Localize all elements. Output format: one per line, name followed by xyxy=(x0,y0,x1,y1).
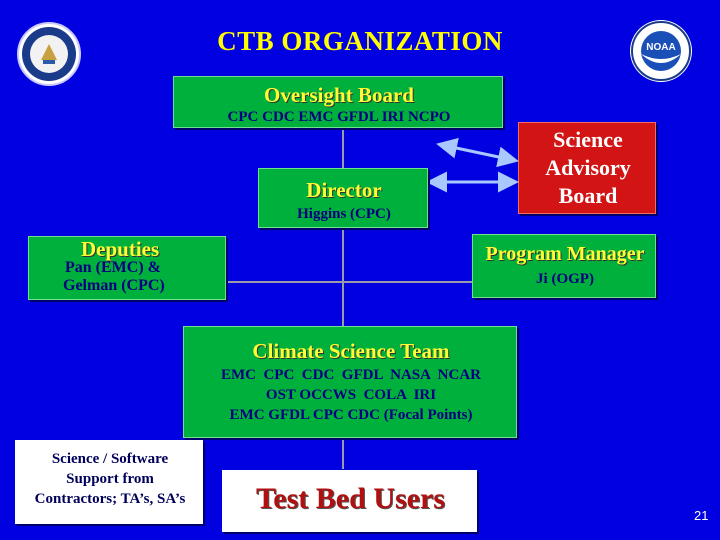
director-name: Higgins (CPC) xyxy=(297,206,391,222)
support-line2: Support from xyxy=(66,471,154,487)
test-bed-users-label: Test Bed Users xyxy=(256,482,445,515)
support-contractors-box: Science / Software Support from Contract… xyxy=(15,440,203,524)
climate-team-line1: EMC CPC CDC GFDL NASA NCAR xyxy=(220,367,481,383)
climate-science-team-box: Climate Science Team EMC CPC CDC GFDL NA… xyxy=(183,326,517,438)
department-of-commerce-seal-icon xyxy=(17,22,81,86)
slide-number: 21 xyxy=(694,508,709,523)
climate-team-line3: EMC GFDL CPC CDC (Focal Points) xyxy=(229,407,473,423)
support-line1: Science / Software xyxy=(51,451,169,467)
deputies-box: Deputies Pan (EMC) & Gelman (CPC) xyxy=(28,236,226,300)
program-manager-name: Ji (OGP) xyxy=(536,271,594,287)
oversight-board-members: CPC CDC EMC GFDL IRI NCPO xyxy=(227,109,451,125)
deputies-header: Deputies xyxy=(81,237,160,261)
noaa-logo-icon: NOAA xyxy=(630,20,692,82)
director-header: Director xyxy=(306,178,382,202)
science-advisory-board-box: Science Advisory Board xyxy=(518,122,656,214)
science-advisory-line2: Advisory xyxy=(545,155,631,180)
climate-team-line2: OST OCCWS COLA IRI xyxy=(265,387,437,403)
program-manager-box: Program Manager Ji (OGP) xyxy=(472,234,656,298)
test-bed-users-box: Test Bed Users xyxy=(222,470,477,532)
connector-deputies-program xyxy=(225,281,472,283)
science-advisory-line3: Board xyxy=(558,183,618,208)
deputies-line1: Pan (EMC) & xyxy=(65,259,161,276)
oversight-board-header: Oversight Board xyxy=(264,83,414,107)
connector-climate-testbed xyxy=(342,437,344,469)
connector-oversight-director xyxy=(342,128,344,168)
connector-director-climate xyxy=(342,228,344,326)
oversight-board-box: Oversight Board CPC CDC EMC GFDL IRI NCP… xyxy=(173,76,503,128)
deputies-line2: Gelman (CPC) xyxy=(63,277,165,294)
support-line3: Contractors; TA’s, SA’s xyxy=(34,491,186,507)
director-box: Director Higgins (CPC) xyxy=(258,168,428,228)
noaa-logo-text: NOAA xyxy=(646,42,676,53)
science-advisory-line1: Science xyxy=(553,127,623,152)
climate-team-header: Climate Science Team xyxy=(252,339,450,363)
page-title: CTB ORGANIZATION xyxy=(217,26,503,56)
program-manager-header: Program Manager xyxy=(485,243,645,265)
